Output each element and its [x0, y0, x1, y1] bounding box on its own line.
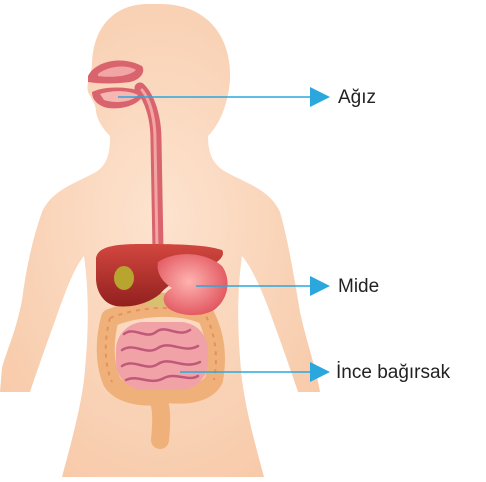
arrow-right-icon: [310, 362, 330, 382]
label-mouth: Ağız: [338, 88, 376, 107]
label-small-intestine: İnce bağırsak: [336, 363, 450, 382]
arrow-right-icon: [310, 87, 330, 107]
stomach: [158, 254, 228, 315]
gallbladder: [114, 266, 134, 290]
label-stomach: Mide: [338, 277, 379, 296]
arrow-right-icon: [310, 276, 330, 296]
small-intestine: [116, 322, 208, 390]
